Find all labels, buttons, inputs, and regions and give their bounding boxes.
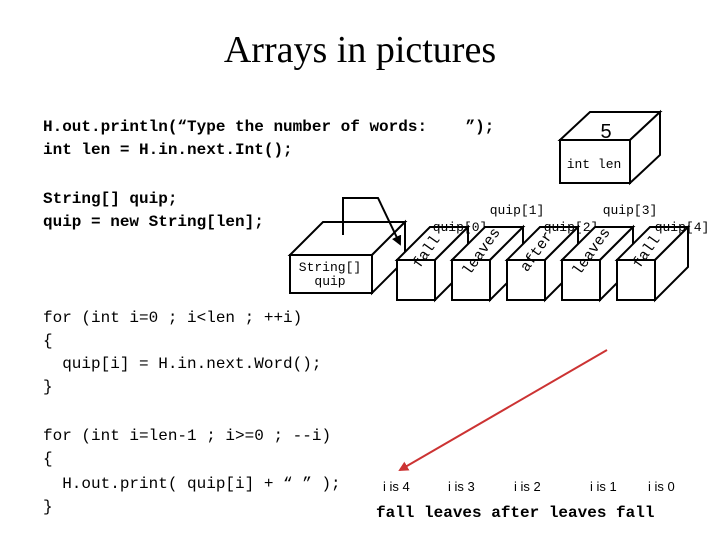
code-println-line: H.out.println(“Type the number of words:… [43, 118, 495, 136]
code-output-loop-close: } [43, 498, 53, 516]
code-input-loop-body: quip[i] = H.in.next.Word(); [43, 355, 322, 373]
quip-reference-box: String[] quip [287, 219, 408, 296]
code-input-loop-header: for (int i=0 ; i<len ; ++i) [43, 309, 303, 327]
array-cell-front-face [561, 259, 601, 301]
iteration-label-i3: i is 3 [448, 479, 475, 494]
code-output-loop-header: for (int i=len-1 ; i>=0 ; --i) [43, 427, 332, 445]
len-variable-box: 5 int len [557, 109, 663, 186]
output-text: fall leaves after leaves fall [376, 504, 654, 522]
array-index-label: quip[0] [433, 220, 488, 235]
array-index-label: quip[4] [655, 220, 710, 235]
slide-title: Arrays in pictures [223, 29, 497, 71]
len-label: int len [567, 157, 622, 172]
len-value: 5 [600, 121, 611, 143]
code-output-loop-body: H.out.print( quip[i] + “ ” ); [43, 475, 341, 493]
output-arrow [398, 349, 608, 472]
code-input-loop-close: } [43, 378, 53, 396]
len-box-front-face [559, 139, 631, 184]
iteration-label-i4: i is 4 [383, 479, 410, 494]
array-cell-front-face [506, 259, 546, 301]
array-index-label: quip[1] [490, 203, 545, 218]
array-cell: after [504, 224, 581, 303]
array-cells: fallquip[0]leavesquip[1]afterquip[2]leav… [394, 203, 710, 303]
code-declare-quip-line: String[] quip; [43, 190, 178, 208]
reference-arrow [342, 197, 402, 246]
code-input-loop-open: { [43, 332, 53, 350]
array-index-label: quip[2] [544, 220, 599, 235]
array-cell-side-face [654, 224, 689, 303]
iteration-label-i2: i is 2 [514, 479, 541, 494]
iteration-label-i0: i is 0 [648, 479, 675, 494]
quip-box-name-label: quip [314, 274, 345, 289]
code-new-array-line: quip = new String[len]; [43, 213, 264, 231]
array-cell-front-face [396, 259, 436, 301]
array-cell: fall [614, 224, 691, 303]
code-output-loop-open: { [43, 450, 53, 468]
code-read-len-line: int len = H.in.next.Int(); [43, 141, 293, 159]
iteration-label-i1: i is 1 [590, 479, 617, 494]
quip-box-front-face [289, 254, 373, 294]
quip-box-type-label: String[] [299, 260, 361, 275]
array-index-label: quip[3] [603, 203, 658, 218]
